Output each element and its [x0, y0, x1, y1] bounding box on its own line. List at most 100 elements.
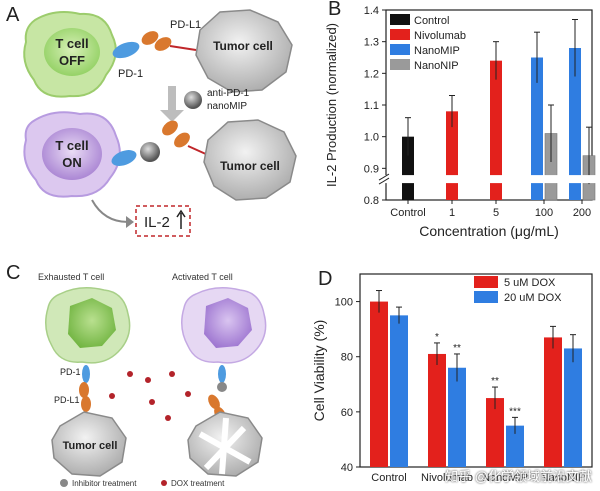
x-tick-label: Control — [371, 472, 406, 484]
up-arrow-icon — [176, 209, 186, 229]
x-tick-label: NanoNIP — [541, 472, 586, 484]
y-tick-label: 0.9 — [364, 163, 379, 175]
curved-arrow-head — [126, 216, 134, 228]
x-axis-label: Concentration (μg/mL) — [419, 223, 559, 239]
tcell-on-label-2: ON — [62, 155, 82, 170]
y-tick-label: 1.2 — [364, 68, 379, 80]
pdl1-tail-a — [169, 45, 197, 51]
panel-label-a: A — [6, 4, 20, 26]
dox-dot — [185, 391, 191, 397]
x-tick-label: Control — [390, 207, 425, 219]
exhausted-tcell-nucleus — [68, 298, 116, 348]
nanomip-bound-icon — [140, 142, 160, 162]
significance-star: *** — [509, 406, 521, 417]
watermark: 知乎 @化学领域前沿文献 — [445, 469, 592, 484]
bar — [531, 57, 543, 200]
legend-label: NanoMIP — [414, 45, 460, 57]
inhibitor-legend-icon — [60, 479, 68, 487]
pd1-receptor-b — [111, 150, 137, 166]
x-tick-label: 1 — [449, 207, 455, 219]
pdl1-ligand-c1 — [79, 382, 89, 398]
y-tick-label: 1.0 — [364, 132, 379, 144]
y-tick-label: 1.1 — [364, 100, 379, 112]
curved-arrow — [91, 199, 129, 223]
significance-star: ** — [491, 376, 499, 387]
nanomip-label-1: anti-PD-1 — [207, 88, 250, 99]
pdl1-ligand-d1 — [208, 394, 220, 410]
bar — [390, 315, 408, 467]
dox-dot — [149, 399, 155, 405]
dox-dot — [169, 371, 175, 377]
y-tick-label: 40 — [341, 462, 353, 474]
tcell-off — [23, 11, 117, 98]
pdl1-ligand-b1 — [162, 120, 178, 136]
dox-dot — [127, 371, 133, 377]
panel-label-c: C — [6, 262, 21, 284]
dox-dot — [165, 415, 171, 421]
tumor-label-1: Tumor cell — [213, 39, 273, 53]
dox-dot — [145, 377, 151, 383]
pd1-label-c: PD-1 — [60, 367, 81, 377]
y-axis-label: IL-2 Production (normalized) — [324, 23, 339, 187]
significance-star: * — [435, 332, 439, 343]
pd1-receptor-c — [82, 365, 90, 383]
pdl1-tail-b — [187, 145, 209, 156]
il2-label: IL-2 — [144, 214, 170, 231]
pdl1-ligand-b2 — [174, 132, 190, 148]
legend-label: 20 uM DOX — [504, 292, 562, 304]
axis-break-mark — [378, 173, 390, 181]
panel-label-d: D — [318, 268, 333, 290]
inhibitor-legend-label: Inhibitor treatment — [72, 479, 137, 488]
legend-swatch — [390, 59, 410, 70]
diagram-a: T cell OFF PD-L1 PD-1 Tumor cell anti-PD… — [23, 9, 297, 237]
legend-swatch — [390, 29, 410, 40]
tumor-cell-damaged — [187, 411, 263, 477]
x-tick-label: 100 — [535, 207, 553, 219]
bar — [428, 353, 446, 467]
bar — [564, 348, 582, 467]
legend-swatch — [474, 291, 498, 303]
activated-tcell-nucleus — [204, 298, 252, 348]
dox-legend-icon — [161, 480, 167, 486]
legend-swatch — [474, 276, 498, 288]
tumor-cell-2 — [203, 119, 297, 201]
nanomip-icon — [184, 91, 202, 109]
inhibitor-bound-icon — [217, 382, 227, 392]
down-arrow — [160, 86, 184, 122]
pd1-receptor-a — [112, 41, 140, 59]
y-tick-label: 60 — [341, 407, 353, 419]
x-tick-label: NanoMIP — [482, 472, 528, 484]
y-axis-label: Cell Viability (%) — [311, 320, 327, 422]
legend-label: Control — [414, 15, 449, 27]
significance-star: ** — [453, 343, 461, 354]
tcell-on — [23, 111, 121, 198]
pdl1-label-a: PD-L1 — [170, 19, 201, 31]
legend-label: NanoNIP — [414, 60, 459, 72]
pdl1-ligand-a1 — [141, 31, 159, 45]
pd1-label-a: PD-1 — [118, 68, 143, 80]
tcell-on-label-1: T cell — [55, 138, 88, 153]
pdl1-ligand-c2 — [81, 396, 91, 412]
exhausted-label: Exhausted T cell — [38, 272, 104, 282]
x-tick-label: Nivolumab — [421, 472, 473, 484]
bar — [370, 301, 388, 467]
pd1-receptor-d — [218, 365, 226, 383]
legend-label: Nivolumab — [414, 30, 466, 42]
bar — [402, 136, 414, 200]
x-tick-label: 5 — [493, 207, 499, 219]
plot-frame — [359, 273, 593, 468]
nanomip-label-2: nanoMIP — [207, 101, 247, 112]
tumor-label-2: Tumor cell — [220, 159, 280, 173]
y-tick-label: 100 — [335, 297, 353, 309]
y-tick-label: 80 — [341, 352, 353, 364]
legend-swatch — [390, 44, 410, 55]
y-tick-label: 1.3 — [364, 37, 379, 49]
legend-swatch — [390, 14, 410, 25]
dox-legend-label: DOX treatment — [171, 479, 225, 488]
axis-break-gap — [380, 175, 598, 184]
pdl1-ligand-a2 — [154, 37, 172, 51]
y-tick-label: 1.4 — [364, 5, 379, 17]
tcell-off-label-1: T cell — [55, 36, 88, 51]
